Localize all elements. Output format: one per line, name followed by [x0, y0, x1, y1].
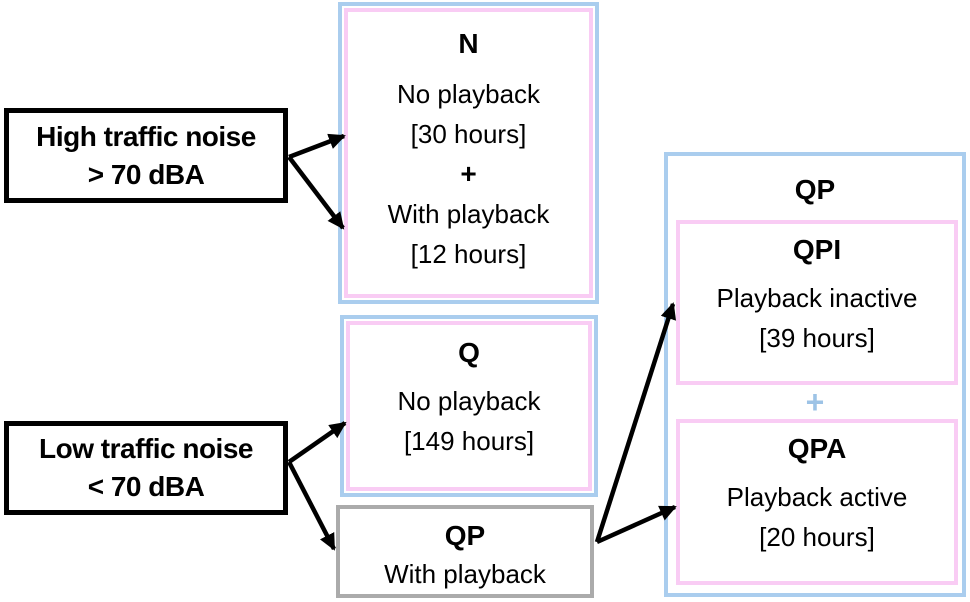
arrow-high-to-n-with-playback [287, 155, 345, 230]
node-n-hours: [12 hours] [410, 239, 527, 269]
node-low-traffic-noise: Low traffic noise < 70 dBA [4, 421, 288, 515]
qp-group-plus: + [805, 384, 825, 420]
node-n-line: No playback [396, 79, 541, 109]
node-qpi-title: QPI [792, 234, 842, 265]
node-q-content: Q No playback [149 hours] [354, 329, 584, 483]
node-n-title: N [458, 28, 479, 59]
node-q: Q No playback [149 hours] [340, 315, 598, 497]
qp-group-title: QP [794, 174, 836, 205]
node-qpi: QPI Playback inactive [39 hours] [676, 220, 958, 385]
node-qpa-content: QPA Playback active [20 hours] [686, 429, 948, 575]
node-q-line: No playback [397, 386, 541, 416]
arrow-low-to-qp [287, 460, 336, 551]
node-qpa-title: QPA [787, 433, 847, 464]
node-n-hours: [30 hours] [410, 119, 527, 149]
high-noise-label: High traffic noise [36, 120, 256, 152]
node-qp-title: QP [444, 520, 486, 551]
node-qpa-line: Playback active [726, 482, 908, 512]
low-noise-label: Low traffic noise [39, 433, 253, 464]
node-qp: QP With playback [336, 505, 594, 598]
node-n: N No playback [30 hours] + With playback… [338, 2, 599, 304]
node-qpa: QPA Playback active [20 hours] [676, 419, 958, 585]
node-q-hours: [149 hours] [403, 426, 535, 456]
node-qpi-line: Playback inactive [716, 283, 918, 313]
high-noise-threshold: > 70 dBA [87, 158, 205, 190]
arrow-qp-to-qpi [594, 302, 677, 543]
node-qpi-content: QPI Playback inactive [39 hours] [686, 230, 948, 375]
node-qpa-hours: [20 hours] [759, 522, 875, 552]
node-qpi-hours: [39 hours] [759, 323, 875, 353]
low-noise-threshold: < 70 dBA [87, 471, 205, 502]
arrow-high-to-n-no-playback [288, 133, 346, 160]
arrow-low-to-q [287, 421, 347, 464]
node-high-traffic-noise: High traffic noise > 70 dBA [4, 108, 288, 203]
node-n-line: With playback [387, 199, 550, 229]
node-n-content: N No playback [30 hours] + With playback… [352, 16, 585, 290]
node-qp-line: With playback [384, 559, 546, 589]
node-qp-content: QP With playback [346, 515, 584, 589]
node-q-title: Q [458, 337, 480, 368]
node-n-plus: + [460, 158, 477, 189]
